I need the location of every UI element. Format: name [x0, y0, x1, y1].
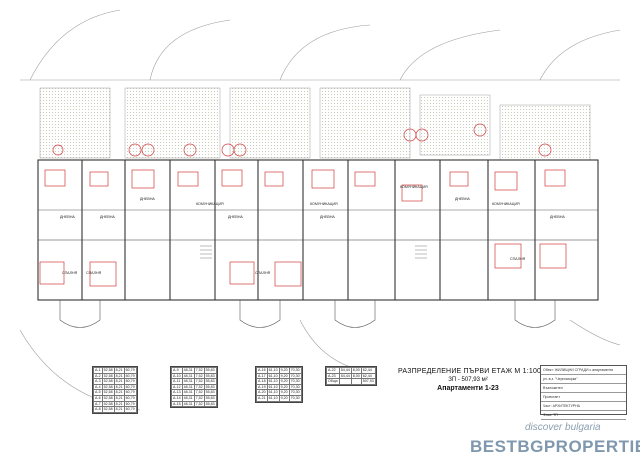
- stamp-row: Фаза: ТП: [541, 411, 626, 420]
- svg-text:СПАЛНЯ: СПАЛНЯ: [86, 271, 102, 275]
- svg-text:СПАЛНЯ: СПАЛНЯ: [255, 271, 271, 275]
- svg-text:СПАЛНЯ: СПАЛНЯ: [62, 271, 78, 275]
- garden-strip: [39, 87, 591, 161]
- drawing-title: РАЗПРЕДЕЛЕНИЕ ПЪРВИ ЕТАЖ М 1:100: [398, 368, 542, 375]
- svg-text:КОМУНИКАЦИЯ: КОМУНИКАЦИЯ: [400, 185, 428, 189]
- svg-text:СПАЛНЯ: СПАЛНЯ: [510, 257, 526, 261]
- svg-text:ДНЕВНА: ДНЕВНА: [60, 215, 75, 219]
- drawing-title-block: РАЗПРЕДЕЛЕНИЕ ПЪРВИ ЕТАЖ М 1:100 ЗП - 50…: [398, 368, 542, 392]
- watermark-logo: BESTBGPROPERTIES: [470, 437, 640, 456]
- room-labels: ДНЕВНА ДНЕВНА ДНЕВНА ДНЕВНА ДНЕВНА ДНЕВН…: [60, 185, 565, 275]
- lower-terraces: [59, 300, 556, 328]
- svg-text:ДНЕВНА: ДНЕВНА: [320, 215, 335, 219]
- building-walls: [37, 159, 599, 301]
- stamp-row: ул. в.з. "Черноморка": [541, 375, 626, 384]
- svg-text:ДНЕВНА: ДНЕВНА: [455, 197, 470, 201]
- stamp-row: Проектант: [541, 393, 626, 402]
- svg-text:КОМУНИКАЦИЯ: КОМУНИКАЦИЯ: [196, 202, 224, 206]
- watermark-tagline: discover bulgaria: [525, 422, 601, 433]
- stamp-row: Обект: ЖИЛИЩНИ СГРАДИ с апартаменти: [541, 366, 626, 375]
- stamp-row: Възложител: [541, 384, 626, 393]
- svg-text:ДНЕВНА: ДНЕВНА: [228, 215, 243, 219]
- svg-text:КОМУНИКАЦИЯ: КОМУНИКАЦИЯ: [492, 202, 520, 206]
- furniture: [39, 123, 567, 287]
- site-outline: [19, 9, 621, 411]
- apartments-range: Апартаменти 1-23: [437, 385, 499, 392]
- stamp-row: Част: АРХИТЕКТУРНА: [541, 402, 626, 411]
- svg-text:ДНЕВНА: ДНЕВНА: [550, 215, 565, 219]
- stair-hatching: [200, 245, 427, 259]
- svg-text:КОМУНИКАЦИЯ: КОМУНИКАЦИЯ: [310, 202, 338, 206]
- built-area: ЗП - 507,93 м²: [448, 377, 488, 383]
- svg-text:ДНЕВНА: ДНЕВНА: [100, 215, 115, 219]
- svg-text:ДНЕВНА: ДНЕВНА: [140, 197, 155, 201]
- title-stamp: Обект: ЖИЛИЩНИ СГРАДИ с апартаменти ул. …: [540, 365, 627, 420]
